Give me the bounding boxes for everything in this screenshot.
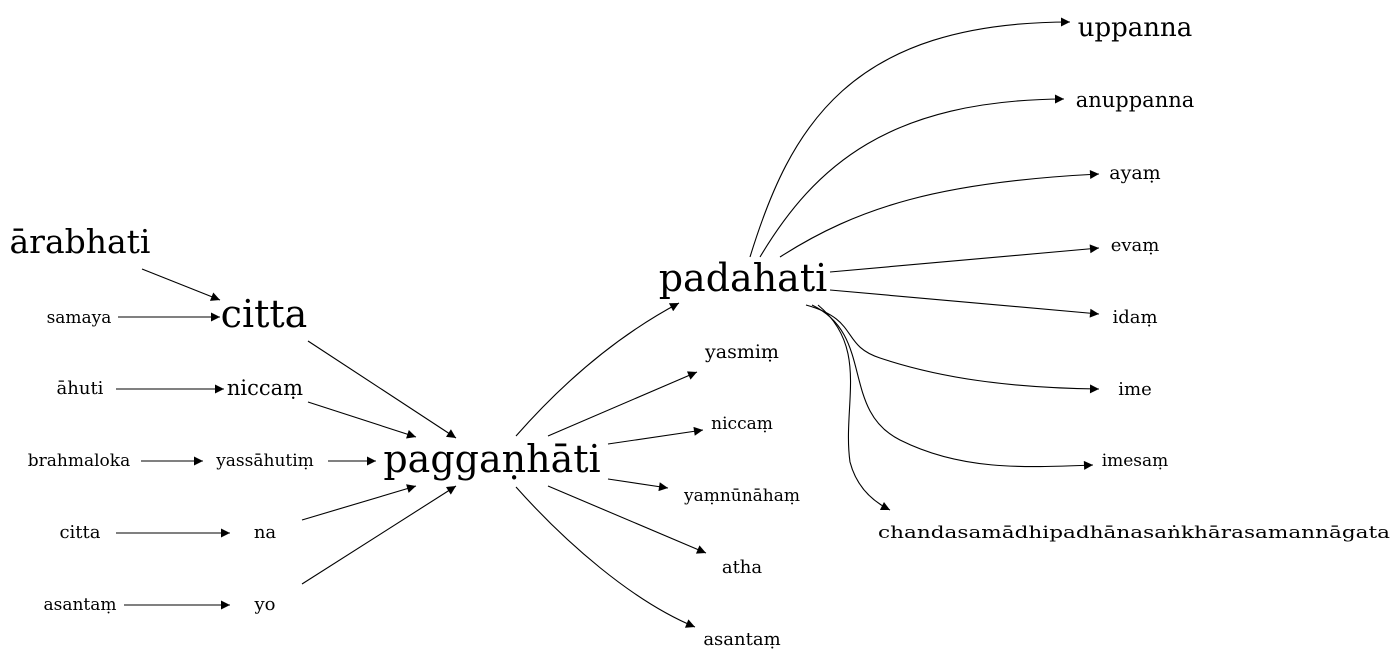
node-yassahutim: yassāhutiṃ: [215, 451, 314, 471]
node-evam: evaṃ: [1111, 235, 1160, 256]
node-yamnunaham: yaṃnūnāhaṃ: [683, 486, 800, 506]
edge-na-paggahati: [301, 484, 417, 521]
edge-citta-paggahati: [307, 340, 457, 439]
edge-padahati-uppanna: [749, 17, 1071, 258]
node-paggahati: paggaṇhāti: [383, 437, 600, 481]
edge-paggahati-atha: [547, 485, 707, 554]
node-arabhati: ārabhati: [10, 222, 151, 261]
edge-arabhati-citta: [141, 268, 221, 301]
node-chanda: chandasamādhipadhānasaṅkhārasamannāgata: [878, 523, 1390, 543]
node-atha: atha: [722, 557, 763, 578]
node-imesam: imesaṃ: [1102, 451, 1169, 471]
edge-niccam-paggahati: [307, 401, 417, 439]
edge-yo-paggahati: [301, 485, 457, 585]
node-niccam-left: niccaṃ: [227, 376, 303, 400]
edge-padahati-chanda: [817, 304, 891, 511]
node-ayam: ayaṃ: [1109, 162, 1160, 184]
edge-padahati-evam: [829, 244, 1100, 273]
edge-paggahati-yasmim: [547, 371, 698, 437]
node-citta-left: citta: [59, 522, 100, 543]
nodes: ārabhati samaya āhuti brahmaloka citta a…: [10, 13, 1391, 650]
node-yasmim: yasmiṃ: [704, 341, 779, 363]
edge-padahati-imesam: [811, 304, 1094, 470]
edge-padahati-idam: [829, 289, 1100, 318]
node-yo: yo: [253, 594, 275, 615]
edge-paggahati-asantam: [515, 486, 696, 628]
node-asantam-right: asantaṃ: [703, 629, 780, 650]
edges: [116, 17, 1100, 628]
node-uppanna: uppanna: [1078, 13, 1193, 43]
node-anuppanna: anuppanna: [1076, 88, 1195, 112]
node-niccam-right: niccaṃ: [711, 414, 773, 434]
node-padahati: padahati: [659, 256, 828, 300]
node-brahmaloka: brahmaloka: [28, 451, 130, 471]
node-idam: idaṃ: [1112, 307, 1157, 328]
node-citta: citta: [221, 292, 308, 336]
edge-paggahati-padahati: [515, 302, 680, 437]
edge-padahati-ime: [805, 304, 1100, 394]
edge-padahati-ayam: [779, 169, 1100, 258]
edge-paggahati-yamnunaham: [607, 478, 669, 492]
node-asantam-left: asantaṃ: [43, 595, 116, 615]
node-na: na: [254, 522, 277, 543]
edge-paggahati-niccam: [607, 426, 704, 445]
edge-padahati-anuppanna: [759, 94, 1065, 258]
node-ahuti: āhuti: [57, 378, 104, 399]
node-samaya: samaya: [47, 308, 112, 328]
node-ime: ime: [1118, 379, 1151, 400]
